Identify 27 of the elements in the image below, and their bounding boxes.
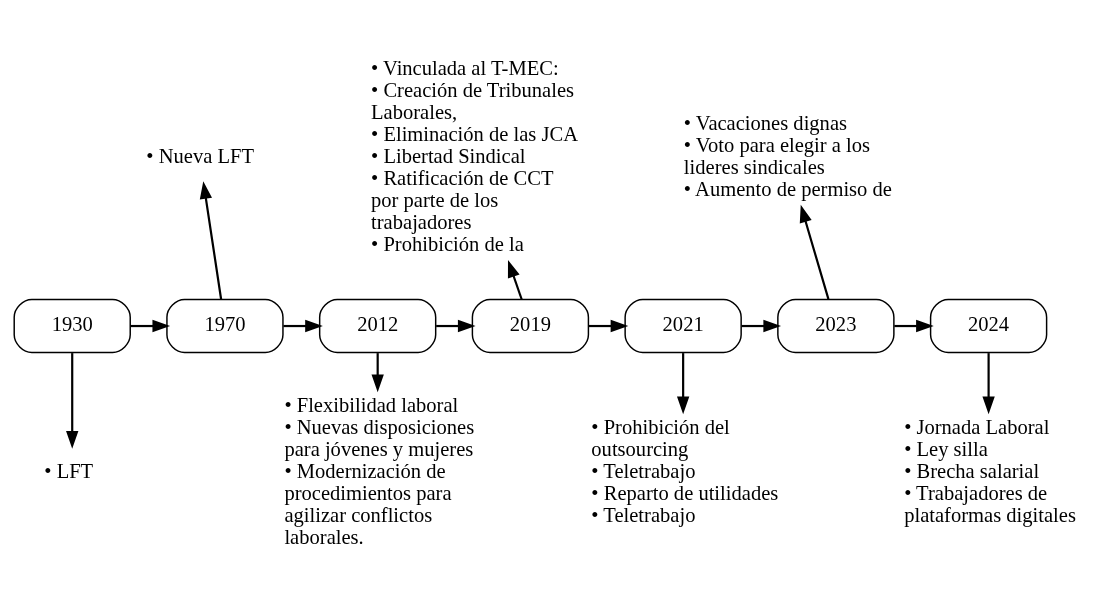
node-box: 2019 xyxy=(471,298,590,353)
arrow xyxy=(283,319,323,332)
arrow xyxy=(588,319,629,332)
node-box: 2024 xyxy=(929,298,1048,353)
node-text: • Vinculada al T-MEC: • Creación de Tribunales Laborales, • Eliminación de las JCA • Libertad Sindical • Ratificación de CCT por parte de los trabajadores • Prohibición de la xyxy=(371,56,579,255)
arrow xyxy=(371,352,384,392)
node-text: • Prohibición del outsourcing • Teletrabajo • Reparto de utilidades • Teletrabajo xyxy=(591,415,779,526)
node-text: • Nueva LFT xyxy=(146,144,254,167)
node-box: 1930 xyxy=(13,298,131,353)
arrow xyxy=(741,319,782,332)
arrow xyxy=(676,352,690,414)
node-text: • Flexibilidad laboral • Nuevas disposiciones para jóvenes y mujeres • Modernización de procedimientos para agilizar conflictos laborales. xyxy=(284,393,475,548)
arrow xyxy=(894,319,934,332)
arrow xyxy=(799,204,830,299)
node-box: 2021 xyxy=(624,298,742,353)
node-box: 1970 xyxy=(166,298,284,353)
node-text: • Jornada Laboral • Ley silla • Brecha salarial • Trabajadores de plataformas digitales xyxy=(904,415,1076,526)
arrow xyxy=(507,259,523,300)
arrow xyxy=(66,352,79,449)
arrow xyxy=(436,319,476,332)
node-text: • Vacaciones dignas • Voto para elegir a los lideres sindicales • Aumento de permiso de xyxy=(683,111,892,200)
node-box: 2012 xyxy=(318,298,437,353)
node-box: 2023 xyxy=(777,298,895,353)
node-text: • LFT xyxy=(44,459,94,482)
arrow xyxy=(130,319,171,332)
arrow xyxy=(199,180,223,299)
arrow xyxy=(982,352,995,414)
